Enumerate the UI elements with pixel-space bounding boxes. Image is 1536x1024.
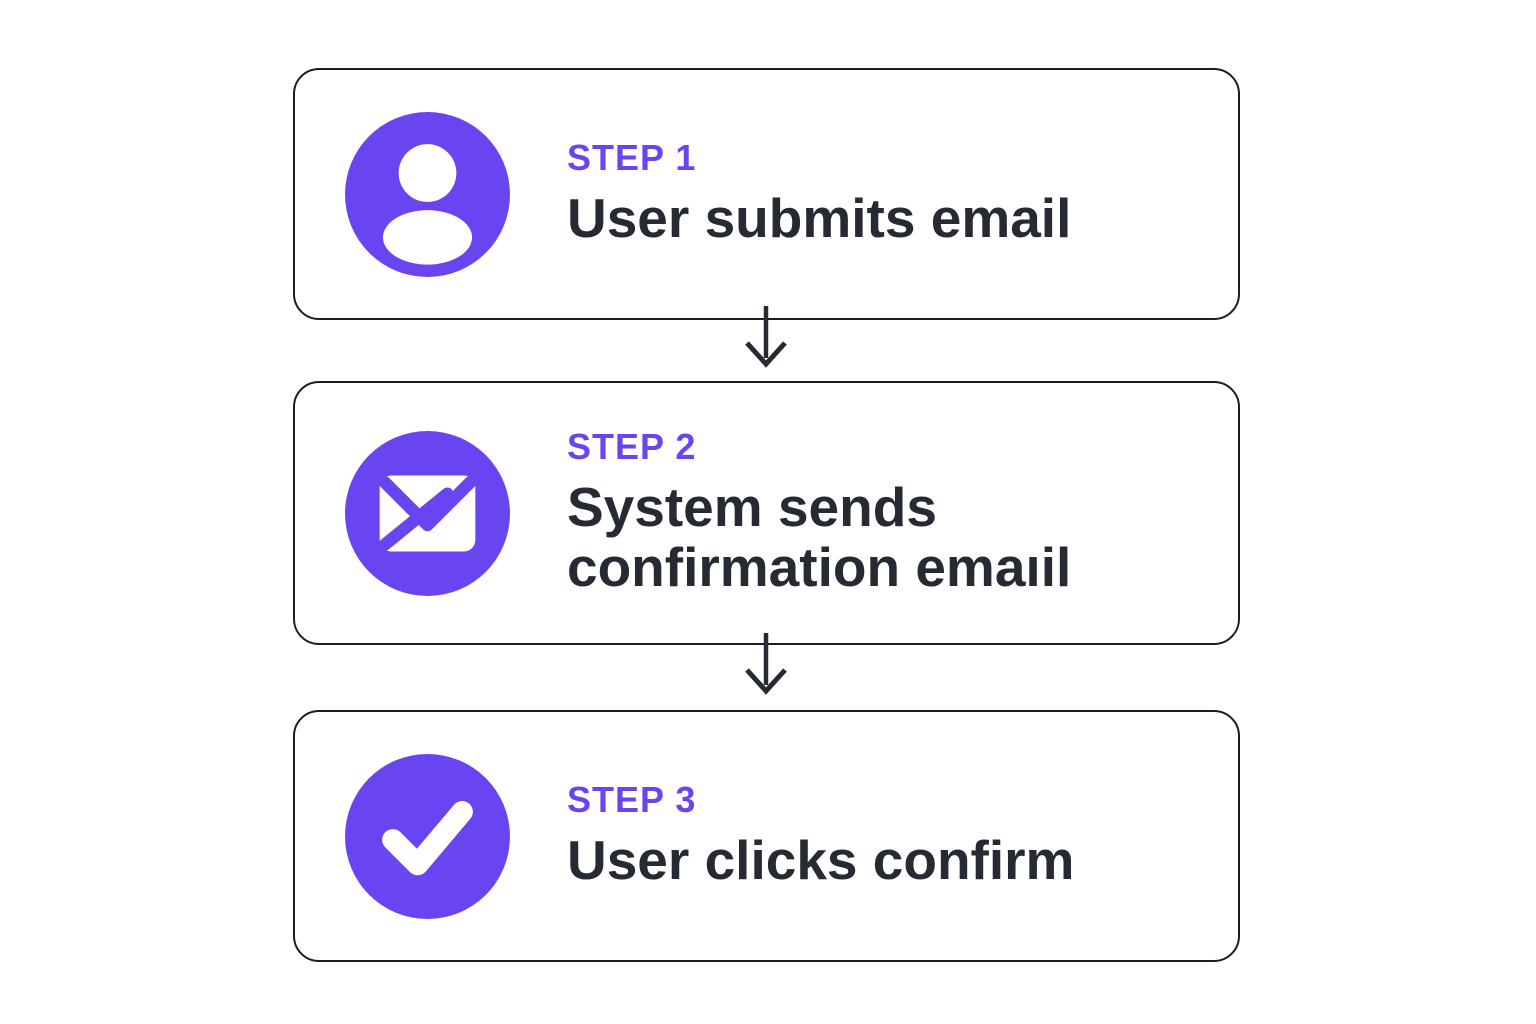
step-label: STEP 3 <box>567 778 697 820</box>
arrow-down-icon <box>743 306 789 376</box>
step-title: System sends confirmation emaıil <box>567 475 1072 598</box>
step-title: User clicks confirm <box>567 828 1075 891</box>
step-title: User submits email <box>567 186 1072 249</box>
step-card-2: STEP 2 System sends confirmation emaıil <box>293 381 1240 645</box>
arrow-down-icon <box>743 632 789 704</box>
step-text-1: STEP 1 User submits email <box>567 136 1111 249</box>
step-label: STEP 1 <box>567 136 697 178</box>
step-card-1: STEP 1 User submits email <box>293 68 1240 320</box>
user-icon <box>345 111 510 277</box>
step-text-3: STEP 3 User clicks confirm <box>567 778 1114 891</box>
step-text-2: STEP 2 System sends confirmation emaıil <box>567 425 1238 598</box>
step-label: STEP 2 <box>567 425 697 467</box>
step-card-3: STEP 3 User clicks confirm <box>293 710 1240 962</box>
envelope-icon <box>345 430 510 596</box>
check-icon <box>345 753 510 919</box>
